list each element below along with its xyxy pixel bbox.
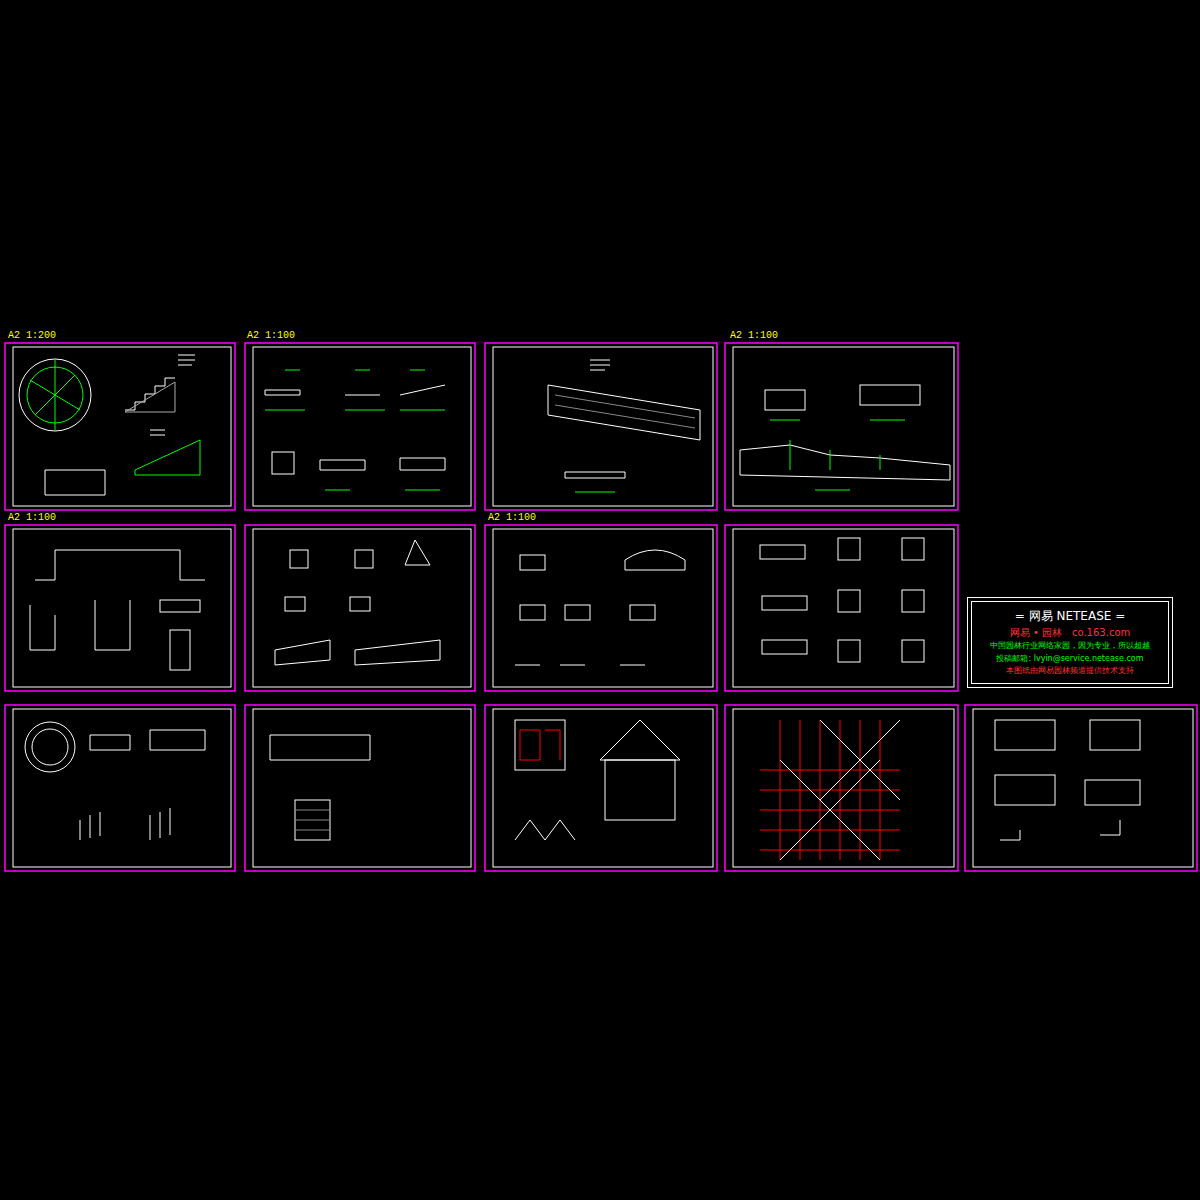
support-note: 本图纸由网易园林频道提供技术支持 bbox=[1006, 666, 1134, 675]
info-box-frame: = 网易 NETEASE = 网易 • 园林 co.163.com 中国园林行业网络家… bbox=[971, 601, 1169, 684]
brand-row: 网易 • 园林 co.163.com bbox=[1010, 627, 1131, 639]
contact-email: 投稿邮箱: lvyin@service.netease.com bbox=[996, 654, 1143, 663]
brand-title: = 网易 NETEASE = bbox=[1015, 610, 1125, 624]
info-box: = 网易 NETEASE = 网易 • 园林 co.163.com 中国园林行业网络家… bbox=[967, 597, 1173, 688]
slogan: 中国园林行业网络家园，因为专业，所以超越 bbox=[990, 641, 1150, 650]
sheet-scale-label: A2 1:100 bbox=[730, 330, 778, 341]
brand-url: co.163.com bbox=[1072, 627, 1130, 639]
brand-name: 网易 • 园林 bbox=[1010, 627, 1062, 639]
sheet-scale-label: A2 1:100 bbox=[8, 512, 56, 523]
sheet-scale-label: A2 1:100 bbox=[488, 512, 536, 523]
sheet-scale-label: A2 1:100 bbox=[247, 330, 295, 341]
sheet-scale-label: A2 1:200 bbox=[8, 330, 56, 341]
